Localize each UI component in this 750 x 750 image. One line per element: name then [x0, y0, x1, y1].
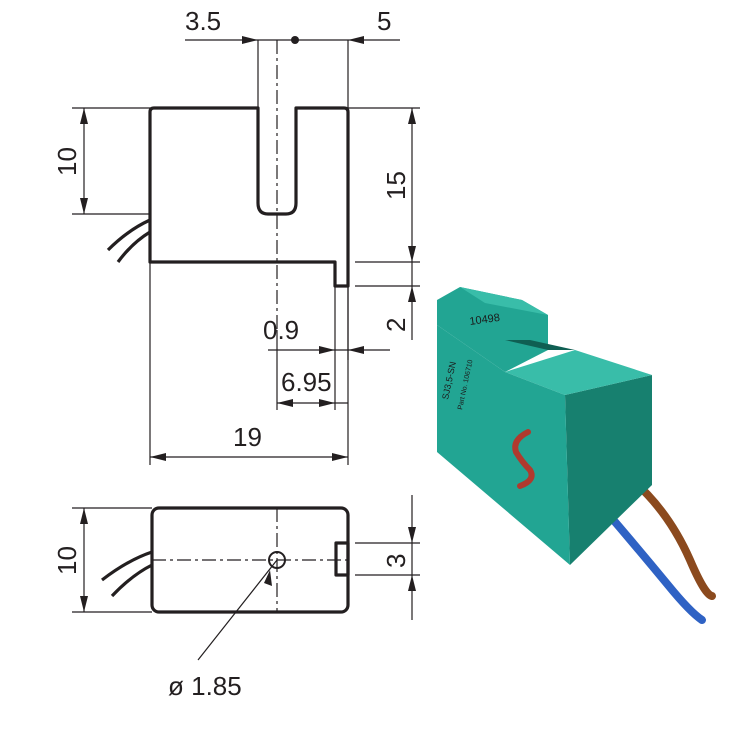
- diameter-leader: [197, 559, 278, 661]
- front-cable: [106, 218, 151, 252]
- dim-point: [291, 36, 299, 44]
- dim-3-label: 3: [381, 554, 411, 568]
- dim-19-label: 19: [233, 422, 262, 452]
- arrow: [408, 286, 416, 302]
- arrow: [408, 527, 416, 543]
- arrow: [80, 198, 88, 214]
- sensor-slot: [505, 340, 575, 350]
- sensor-code-label: 10498: [469, 312, 501, 328]
- sensor-front-face: [437, 325, 570, 565]
- arrow: [408, 575, 416, 591]
- dim-10-top-label: 10: [52, 546, 82, 575]
- top-cable-wire: [110, 563, 153, 598]
- arrow: [408, 246, 416, 262]
- arrow: [150, 453, 166, 461]
- hole-circle: [268, 551, 286, 569]
- blue-wire: [594, 498, 706, 624]
- sensor-right-face: [565, 375, 652, 565]
- dim-15-label: 15: [381, 171, 411, 200]
- sensor-photo: 10498 SJ3,5-SN Part No. 106710: [437, 287, 716, 624]
- sensor-top-face: [505, 350, 652, 395]
- dim-6-95-label: 6.95: [281, 367, 332, 397]
- arrow: [80, 108, 88, 124]
- arrow: [348, 346, 364, 354]
- arrow: [319, 399, 335, 407]
- dim-5-label: 5: [377, 6, 391, 36]
- dim-diameter-label: ø 1.85: [168, 671, 242, 701]
- sensor-fork-top: [460, 287, 548, 315]
- arrow: [408, 108, 416, 124]
- sensor-logo-mark: [512, 429, 535, 489]
- top-cable: [101, 550, 153, 582]
- arrow: [264, 570, 272, 586]
- front-view-outline: [148, 106, 350, 288]
- arrow: [277, 399, 293, 407]
- arrow: [319, 346, 335, 354]
- arrow: [242, 36, 258, 44]
- dim-10-front-label: 10: [52, 147, 82, 176]
- front-view: 3.5 5 10 15 2 0.9 6.95: [52, 6, 420, 465]
- top-view-tab: [334, 541, 350, 577]
- arrow: [80, 596, 88, 612]
- front-cable-wire: [116, 230, 151, 263]
- brown-wire: [626, 474, 716, 600]
- dim-0-9-label: 0.9: [263, 315, 299, 345]
- arrow: [332, 453, 348, 461]
- arrow: [80, 508, 88, 524]
- dim-3-5-label: 3.5: [185, 6, 221, 36]
- top-view: 10 3 ø 1.85: [52, 495, 420, 701]
- arrow: [348, 36, 364, 44]
- dim-2-label: 2: [381, 318, 411, 332]
